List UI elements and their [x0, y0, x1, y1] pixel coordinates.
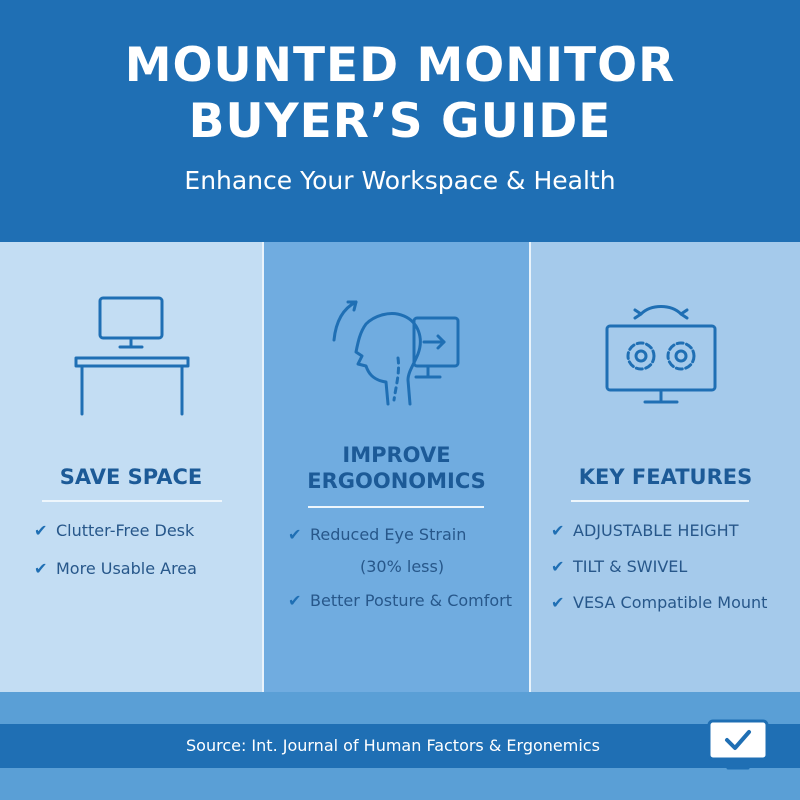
monitor-gears-icon [603, 300, 719, 410]
list-item-note: (30% less) [360, 557, 445, 576]
column-title: SAVE SPACE [59, 465, 203, 489]
list-item: ✔Clutter-Free Desk [34, 521, 195, 540]
page-title: MOUNTED MONITOR BUYER’S GUIDE [0, 38, 800, 150]
title-rule [308, 506, 484, 508]
column-key-features: KEY FEATURES ✔ADJUSTABLE HEIGHT ✔TILT & … [531, 242, 800, 692]
page-subtitle: Enhance Your Workspace & Health [184, 166, 616, 195]
column-divider [262, 242, 264, 692]
check-icon: ✔ [34, 559, 48, 578]
title-rule [42, 500, 222, 502]
column-divider [529, 242, 531, 692]
list-item: ✔VESA Compatible Mount [551, 593, 768, 612]
column-title-line-1: IMPROVE [342, 443, 451, 467]
list-item: ✔TILT & SWIVEL [551, 557, 688, 576]
column-title-line-2: ERGOONOMICS [307, 469, 486, 493]
head-posture-monitor-icon [328, 296, 464, 408]
column-ergonomics: IMPROVE ERGOONOMICS ✔Reduced Eye Strain … [264, 242, 529, 692]
check-icon: ✔ [34, 521, 48, 540]
check-icon: ✔ [551, 557, 565, 576]
title-line-1: MOUNTED MONITOR [124, 38, 676, 93]
list-item: ✔Reduced Eye Strain [288, 525, 467, 544]
source-citation: Source: Int. Journal of Human Factors & … [186, 736, 600, 755]
check-icon: ✔ [551, 521, 565, 540]
header-banner: MOUNTED MONITOR BUYER’S GUIDE Enhance Yo… [0, 0, 800, 242]
list-item: ✔More Usable Area [34, 559, 197, 578]
list-item: ✔ADJUSTABLE HEIGHT [551, 521, 739, 540]
check-icon: ✔ [288, 591, 302, 610]
check-icon: ✔ [288, 525, 302, 544]
check-icon: ✔ [551, 593, 565, 612]
title-rule [571, 500, 749, 502]
title-line-2: BUYER’S GUIDE [188, 94, 612, 149]
list-item: ✔Better Posture & Comfort [288, 591, 513, 610]
monitor-check-icon [706, 718, 770, 776]
source-bar [0, 724, 800, 768]
column-save-space: SAVE SPACE ✔Clutter-Free Desk ✔More Usab… [0, 242, 262, 692]
column-title: IMPROVE ERGOONOMICS [264, 442, 529, 494]
monitor-on-desk-icon [72, 296, 192, 418]
column-title: KEY FEATURES [578, 465, 753, 489]
